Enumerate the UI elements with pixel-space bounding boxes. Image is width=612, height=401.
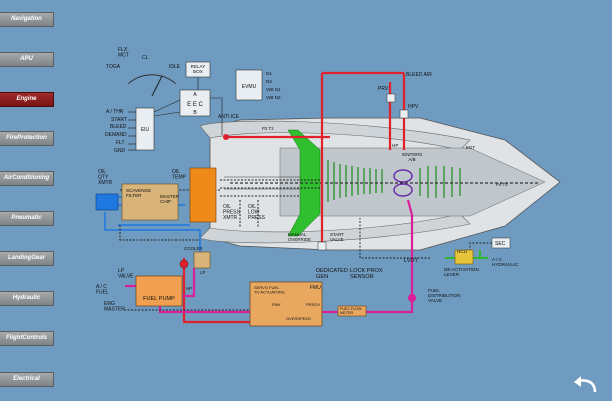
svg-text:N2: N2 xyxy=(266,79,272,84)
oil-tank xyxy=(95,193,119,211)
engine-nacelle xyxy=(199,117,561,251)
combustor-top xyxy=(393,169,413,183)
nav-navigation[interactable]: Navigation xyxy=(0,12,54,27)
nav-fireprotection[interactable]: FireProtection xyxy=(0,131,54,146)
sec-label: SEC xyxy=(495,241,506,247)
eec-label: E E C xyxy=(187,102,203,108)
hp-pump-icon xyxy=(179,259,189,269)
nav-pneumatic[interactable]: Pneumatic xyxy=(0,211,54,226)
fuel-flow-meter-unit xyxy=(337,305,367,317)
start-valve xyxy=(317,241,327,251)
sec-box xyxy=(491,237,511,249)
nav-engine[interactable]: Engine xyxy=(0,92,54,107)
svg-text:VIB N2: VIB N2 xyxy=(266,95,281,100)
hpv-valve xyxy=(399,109,409,119)
svg-text:N1: N1 xyxy=(266,71,272,76)
oil-filter-unit xyxy=(121,183,179,221)
eec-a: A xyxy=(193,92,197,98)
svg-text:EIU: EIU xyxy=(141,127,150,133)
eiu-unit: EIU xyxy=(135,107,155,151)
evmu-unit: EVMU N1 N2 VIB N1 VIB N2 xyxy=(235,69,281,101)
fuel-distribution-valve xyxy=(408,294,416,302)
egt-label: EGT xyxy=(466,145,475,150)
fmu-label: FMU xyxy=(310,285,321,291)
lp-label: LP xyxy=(200,270,205,275)
prv-valve xyxy=(386,93,396,103)
nav-apu[interactable]: APU xyxy=(0,52,54,67)
nav-hydraulic[interactable]: Hydraulic xyxy=(0,291,54,306)
cooler-label: COOLER xyxy=(184,246,203,251)
lvdt-label: LVDT xyxy=(404,258,418,264)
sidebar-nav: Navigation APU Engine FireProtection Air… xyxy=(0,0,56,401)
back-arrow-icon[interactable] xyxy=(569,374,601,396)
oil-pump-stack xyxy=(189,167,217,223)
nav-landinggear[interactable]: LandingGear xyxy=(0,251,54,266)
prsov-label: PRSOV xyxy=(306,302,320,307)
fmv-label: FMV xyxy=(272,302,281,307)
hp-port-label: HP xyxy=(392,143,398,148)
anti-ice-label: ANTI ICE xyxy=(218,114,240,120)
fmu-unit xyxy=(249,281,323,327)
upper-cowl xyxy=(199,120,471,151)
combustor-bottom xyxy=(393,183,413,197)
svg-text:FLT: FLT xyxy=(116,140,125,146)
p2t2-label: P2 T2 xyxy=(262,126,274,131)
eec-unit: A E E C B xyxy=(179,89,211,117)
nav-flightcontrols[interactable]: FlightControls xyxy=(0,331,54,346)
prv-label: PRV xyxy=(378,86,389,92)
svg-text:A / THR: A / THR xyxy=(106,109,124,115)
throttle-toga: TOGA xyxy=(106,64,121,70)
svg-text:GND: GND xyxy=(114,148,126,154)
hcu-unit xyxy=(454,249,474,265)
turbine-stages xyxy=(419,166,461,198)
svg-text:VIB N1: VIB N1 xyxy=(266,87,281,92)
hp-label: HP xyxy=(186,286,192,291)
nav-airconditioning[interactable]: AirConditioning xyxy=(0,171,54,186)
throttle-idle: IDLE xyxy=(169,64,181,70)
eiu-inputs: A / THR START BLEED DEMAND FLT GND xyxy=(105,109,127,154)
p4t4-label: P4 T4 xyxy=(496,182,508,187)
throttle-cl: CL xyxy=(142,55,149,61)
eec-b: B xyxy=(193,110,197,116)
overspeed-label: OVERSPEED xyxy=(286,316,311,321)
bleed-air-label: BLEED AIR xyxy=(406,72,432,78)
hpv-label: HPV xyxy=(408,104,419,110)
fuel-pump-unit xyxy=(135,275,183,307)
lower-cowl xyxy=(199,213,471,244)
cooler-unit xyxy=(193,251,211,269)
svg-text:BLEED: BLEED xyxy=(110,124,127,130)
fuel-pump-label: FUEL PUMP xyxy=(143,296,175,302)
svg-text:START: START xyxy=(111,117,127,123)
svg-text:EVMU: EVMU xyxy=(242,84,257,90)
hcu-label: HCU xyxy=(457,249,467,254)
nav-electrical[interactable]: Electrical xyxy=(0,372,54,387)
svg-text:DEMAND: DEMAND xyxy=(105,132,127,138)
